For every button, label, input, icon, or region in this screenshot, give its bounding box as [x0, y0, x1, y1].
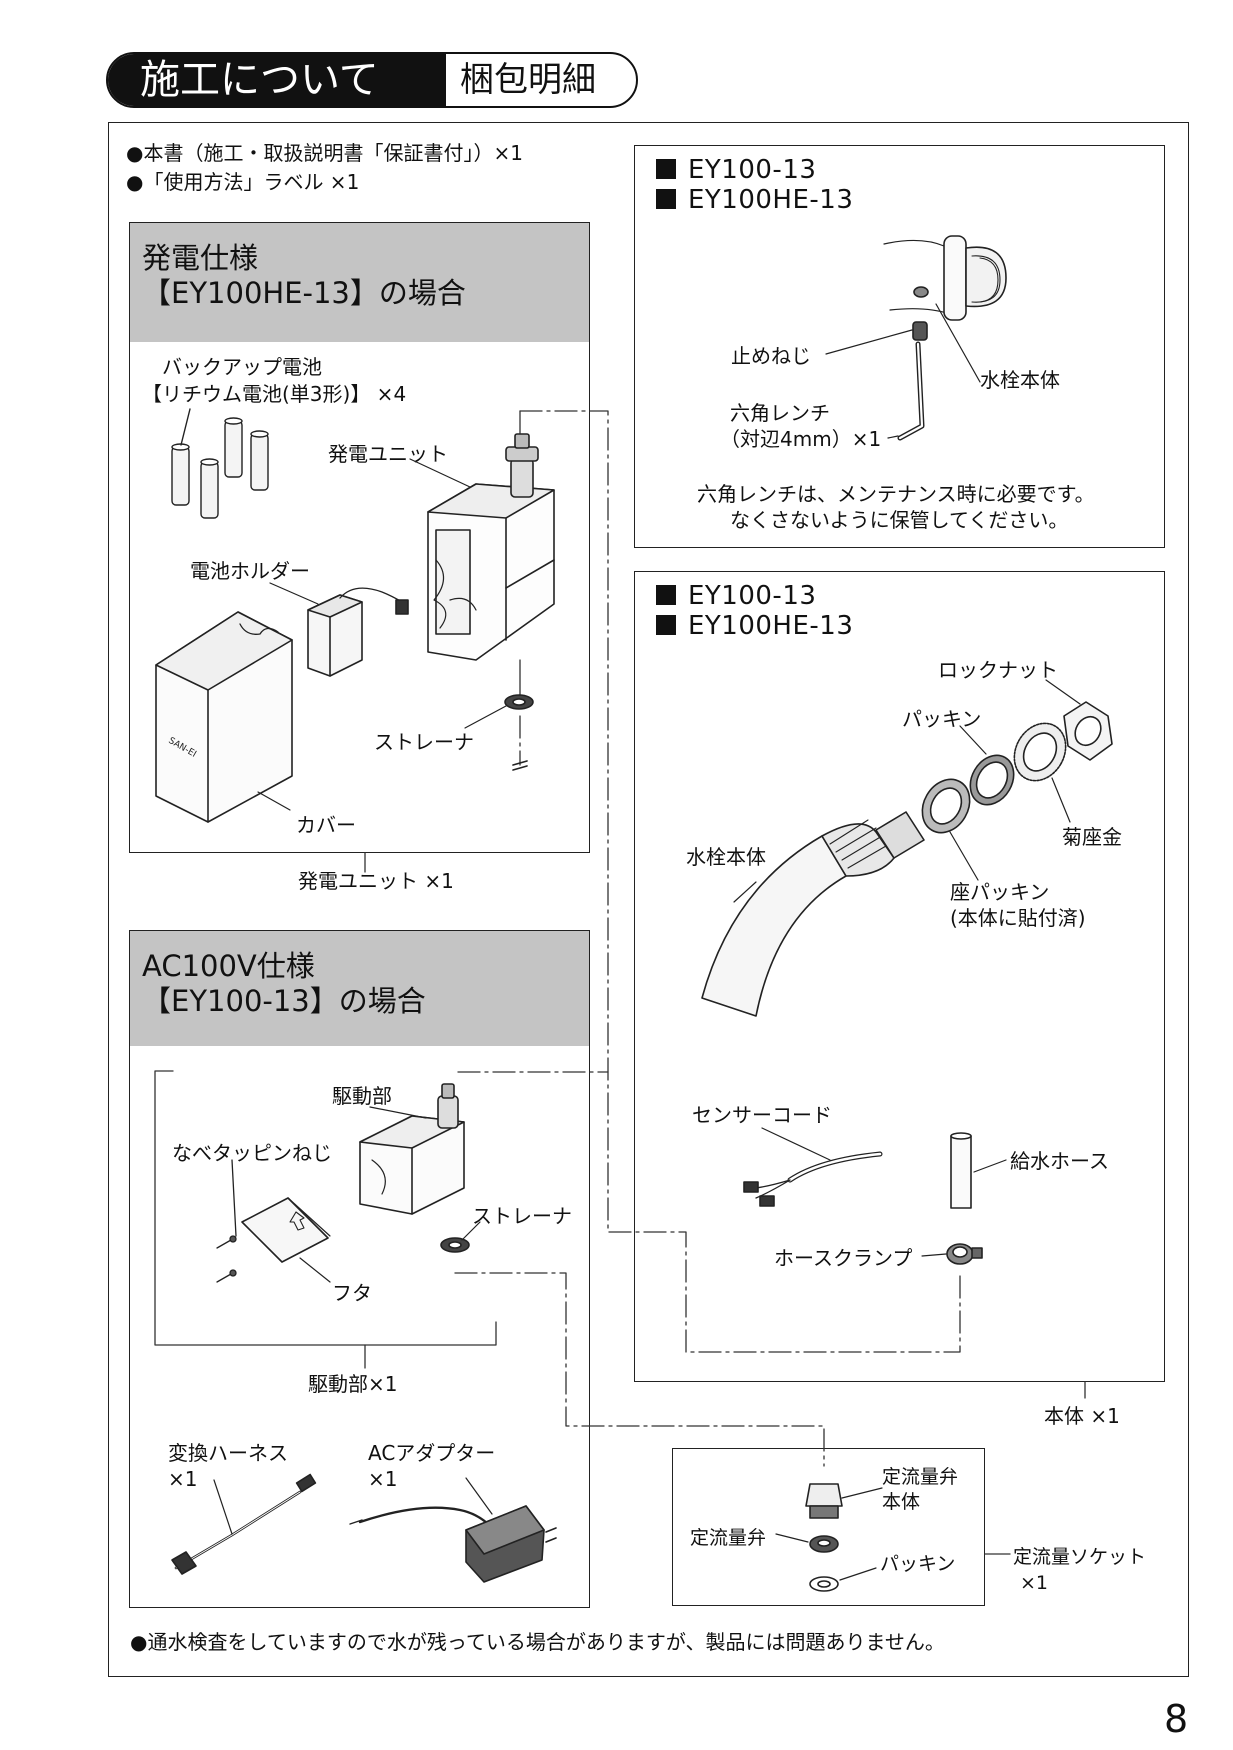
- harness-label-line1: 変換ハーネス: [168, 1441, 288, 1465]
- valve-label: 定流量弁: [690, 1527, 767, 1549]
- screw-illustration: [216, 1159, 237, 1283]
- lid-label: フタ: [332, 1281, 372, 1305]
- body-model-1: EY100-13: [656, 581, 816, 612]
- valve-body-line1: 定流量弁: [882, 1466, 959, 1488]
- flow-socket-line1: 定流量ソケット: [1013, 1546, 1147, 1568]
- gen-spec-heading-line2: 【EY100HE-13】の場合: [142, 276, 466, 311]
- footer-note: ●通水検査をしていますので水が残っている場合がありますが、製品には問題ありません…: [130, 1630, 945, 1654]
- page-number: 8: [1164, 1697, 1189, 1741]
- tool-box: [634, 145, 1165, 548]
- tool-note-line2: なくさないように保管してください。: [730, 508, 1069, 532]
- tool-model-2: EY100HE-13: [656, 185, 853, 216]
- flow-valve-body-illustration: [805, 1483, 883, 1519]
- seat-packing-line1: 座パッキン: [950, 880, 1050, 904]
- lock-nut-illustration: [1045, 679, 1113, 761]
- body-caption: 本体 ×1: [1044, 1404, 1120, 1428]
- body-model-2: EY100HE-13: [656, 611, 853, 642]
- harness-illustration: [171, 1473, 317, 1575]
- battery-label-line2: 【リチウム電池(単3形)】 ×4: [142, 382, 407, 406]
- screw-label: なべタッピンねじ: [172, 1141, 332, 1165]
- lid-illustration: [241, 1197, 331, 1283]
- set-screw-label: 止めねじ: [731, 344, 811, 368]
- flow-packing-illustration: [809, 1567, 877, 1592]
- section-subtitle: 梱包明細: [460, 60, 596, 100]
- seat-packing-illustration: [921, 778, 979, 881]
- wrench-label-line2: （対辺4mm）×1: [720, 427, 882, 451]
- ac-spec-heading-line2: 【EY100-13】の場合: [142, 984, 426, 1019]
- section-title: 施工について: [108, 54, 446, 106]
- packing-ring-illustration: [959, 725, 1015, 806]
- hex-wrench-illustration: [887, 341, 925, 441]
- gen-unit-caption: 発電ユニット ×1: [298, 869, 454, 893]
- supply-hose-illustration: [950, 1132, 1007, 1209]
- body-packing-label: パッキン: [902, 707, 982, 731]
- flow-valve-illustration: [775, 1533, 839, 1553]
- battery-holder-label: 電池ホルダー: [190, 559, 310, 583]
- gen-spec-heading: 発電仕様 【EY100HE-13】の場合: [130, 223, 589, 342]
- toothed-washer-illustration: [1013, 722, 1071, 823]
- ac-adapter-illustration: [349, 1477, 557, 1583]
- sensor-cord-illustration: [743, 1127, 883, 1207]
- seat-packing-line2: (本体に貼付済): [950, 906, 1086, 930]
- drive-unit-illustration: [359, 1083, 465, 1215]
- battery-label-line1: バックアップ電池: [162, 355, 322, 379]
- ac-strainer-illustration: [440, 1221, 481, 1253]
- body-box: [634, 571, 1165, 1382]
- intro-label: ●「使用方法」ラベル ×1: [126, 170, 360, 194]
- ac-strainer-label: ストレーナ: [472, 1204, 572, 1228]
- generator-unit-illustration: [409, 433, 555, 771]
- wrench-label-line1: 六角レンチ: [730, 401, 830, 425]
- lock-nut-label: ロックナット: [938, 658, 1058, 682]
- sensor-cord-label: センサーコード: [692, 1103, 832, 1127]
- faucet-body-illustration: [701, 811, 925, 1017]
- gen-strainer-label: ストレーナ: [374, 730, 474, 754]
- drive-unit-caption: 駆動部×1: [308, 1372, 398, 1396]
- gen-unit-label: 発電ユニット: [328, 442, 448, 466]
- drive-unit-label: 駆動部: [332, 1084, 392, 1108]
- batteries-illustration: [171, 408, 269, 519]
- flow-socket-box: [672, 1448, 985, 1606]
- battery-holder-illustration: [269, 582, 409, 677]
- tool-faucet-body-label: 水栓本体: [980, 368, 1060, 392]
- ac-spec-box: [129, 930, 590, 1608]
- valve-body-line2: 本体: [882, 1491, 921, 1513]
- tool-model-1: EY100-13: [656, 155, 816, 186]
- adapter-label-line1: ACアダプター: [368, 1441, 496, 1465]
- ac-spec-heading: AC100V仕様 【EY100-13】の場合: [130, 931, 589, 1046]
- ac-spec-heading-line1: AC100V仕様: [142, 949, 315, 983]
- gen-spec-heading-line1: 発電仕様: [142, 241, 259, 275]
- washer-label: 菊座金: [1062, 825, 1122, 849]
- cover-illustration: SAN-EI: [155, 611, 293, 823]
- body-faucet-body-label: 水栓本体: [686, 845, 766, 869]
- intro-manual: ●本書（施工・取扱説明書「保証書付」）×1: [126, 141, 523, 165]
- flow-socket-line2: ×1: [1020, 1572, 1049, 1594]
- section-header: 施工について 梱包明細: [106, 52, 638, 108]
- hose-clamp-label: ホースクランプ: [774, 1246, 913, 1270]
- caption-brackets: [154, 852, 1086, 1555]
- set-screw-illustration: [825, 286, 929, 355]
- faucet-head-illustration: [883, 235, 1007, 383]
- flow-packing-label: パッキン: [880, 1553, 956, 1575]
- connector-lines: [454, 410, 961, 1467]
- gen-strainer-illustration: [464, 694, 534, 729]
- adapter-label-line2: ×1: [368, 1467, 398, 1491]
- supply-hose-label: 給水ホース: [1010, 1149, 1109, 1173]
- cover-label: カバー: [296, 813, 356, 837]
- hose-clamp-illustration: [921, 1243, 983, 1265]
- harness-label-line2: ×1: [168, 1467, 198, 1491]
- gen-spec-box: [129, 222, 590, 853]
- title-divider: [442, 58, 444, 102]
- tool-note-line1: 六角レンチは、メンテナンス時に必要です。: [697, 482, 1095, 506]
- content-frame: [108, 122, 1189, 1677]
